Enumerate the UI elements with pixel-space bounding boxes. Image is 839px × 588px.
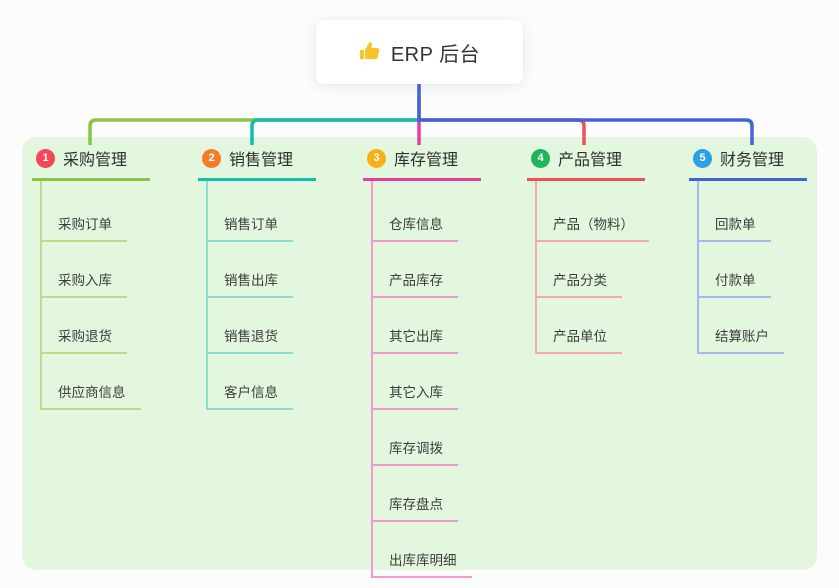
branch-number-badge: 1 <box>36 148 55 168</box>
node-outbound-detail[interactable]: 出库库明细 <box>373 522 472 578</box>
node-other-outbound[interactable]: 其它出库 <box>373 298 458 354</box>
node-sales-return[interactable]: 销售退货 <box>208 298 293 354</box>
node-product-material[interactable]: 产品（物料） <box>537 181 649 242</box>
branch-purchase-header[interactable]: 1 采购管理 <box>32 146 150 181</box>
root-node-erp[interactable]: ERP 后台 <box>316 20 523 84</box>
root-title: ERP 后台 <box>390 43 481 66</box>
branch-label: 销售管理 <box>229 152 294 169</box>
node-purchase-inbound[interactable]: 采购入库 <box>42 242 127 298</box>
branch-number-badge: 4 <box>531 148 550 168</box>
branch-label: 采购管理 <box>63 152 128 169</box>
branch-finance: 5 财务管理 回款单 付款单 结算账户 <box>689 146 807 354</box>
branch-sales: 2 销售管理 销售订单 销售出库 销售退货 客户信息 <box>198 146 316 410</box>
node-payment-form[interactable]: 付款单 <box>699 242 771 298</box>
branch-product-header[interactable]: 4 产品管理 <box>527 146 645 181</box>
branch-purchase-items: 采购订单 采购入库 采购退货 供应商信息 <box>40 181 150 410</box>
node-customer-info[interactable]: 客户信息 <box>208 354 293 410</box>
branch-product-items: 产品（物料） 产品分类 产品单位 <box>535 181 649 354</box>
branch-label: 产品管理 <box>558 152 623 169</box>
node-settlement-account[interactable]: 结算账户 <box>699 298 784 354</box>
node-supplier-info[interactable]: 供应商信息 <box>42 354 141 410</box>
node-stock-transfer[interactable]: 库存调拨 <box>373 410 458 466</box>
branch-inventory: 3 库存管理 仓库信息 产品库存 其它出库 其它入库 库存调拨 库存盘点 出库库… <box>363 146 481 578</box>
branch-finance-items: 回款单 付款单 结算账户 <box>697 181 807 354</box>
branch-number-badge: 2 <box>202 148 221 168</box>
branch-label: 财务管理 <box>720 152 785 169</box>
node-sales-outbound[interactable]: 销售出库 <box>208 242 293 298</box>
node-product-stock[interactable]: 产品库存 <box>373 242 458 298</box>
branch-number-badge: 3 <box>367 148 386 168</box>
branch-number-badge: 5 <box>693 148 712 168</box>
thumbs-up-icon <box>359 42 380 60</box>
branch-sales-items: 销售订单 销售出库 销售退货 客户信息 <box>206 181 316 410</box>
node-product-category[interactable]: 产品分类 <box>537 242 622 298</box>
node-sales-order[interactable]: 销售订单 <box>208 181 293 242</box>
node-purchase-return[interactable]: 采购退货 <box>42 298 127 354</box>
branch-purchase: 1 采购管理 采购订单 采购入库 采购退货 供应商信息 <box>32 146 150 410</box>
node-stock-count[interactable]: 库存盘点 <box>373 466 458 522</box>
branch-inventory-items: 仓库信息 产品库存 其它出库 其它入库 库存调拨 库存盘点 出库库明细 <box>371 181 481 578</box>
branch-finance-header[interactable]: 5 财务管理 <box>689 146 807 181</box>
branch-label: 库存管理 <box>394 152 459 169</box>
branch-product: 4 产品管理 产品（物料） 产品分类 产品单位 <box>527 146 649 354</box>
branch-inventory-header[interactable]: 3 库存管理 <box>363 146 481 181</box>
node-other-inbound[interactable]: 其它入库 <box>373 354 458 410</box>
node-receipt-form[interactable]: 回款单 <box>699 181 771 242</box>
node-product-unit[interactable]: 产品单位 <box>537 298 622 354</box>
branch-sales-header[interactable]: 2 销售管理 <box>198 146 316 181</box>
node-warehouse-info[interactable]: 仓库信息 <box>373 181 458 242</box>
node-purchase-order[interactable]: 采购订单 <box>42 181 127 242</box>
